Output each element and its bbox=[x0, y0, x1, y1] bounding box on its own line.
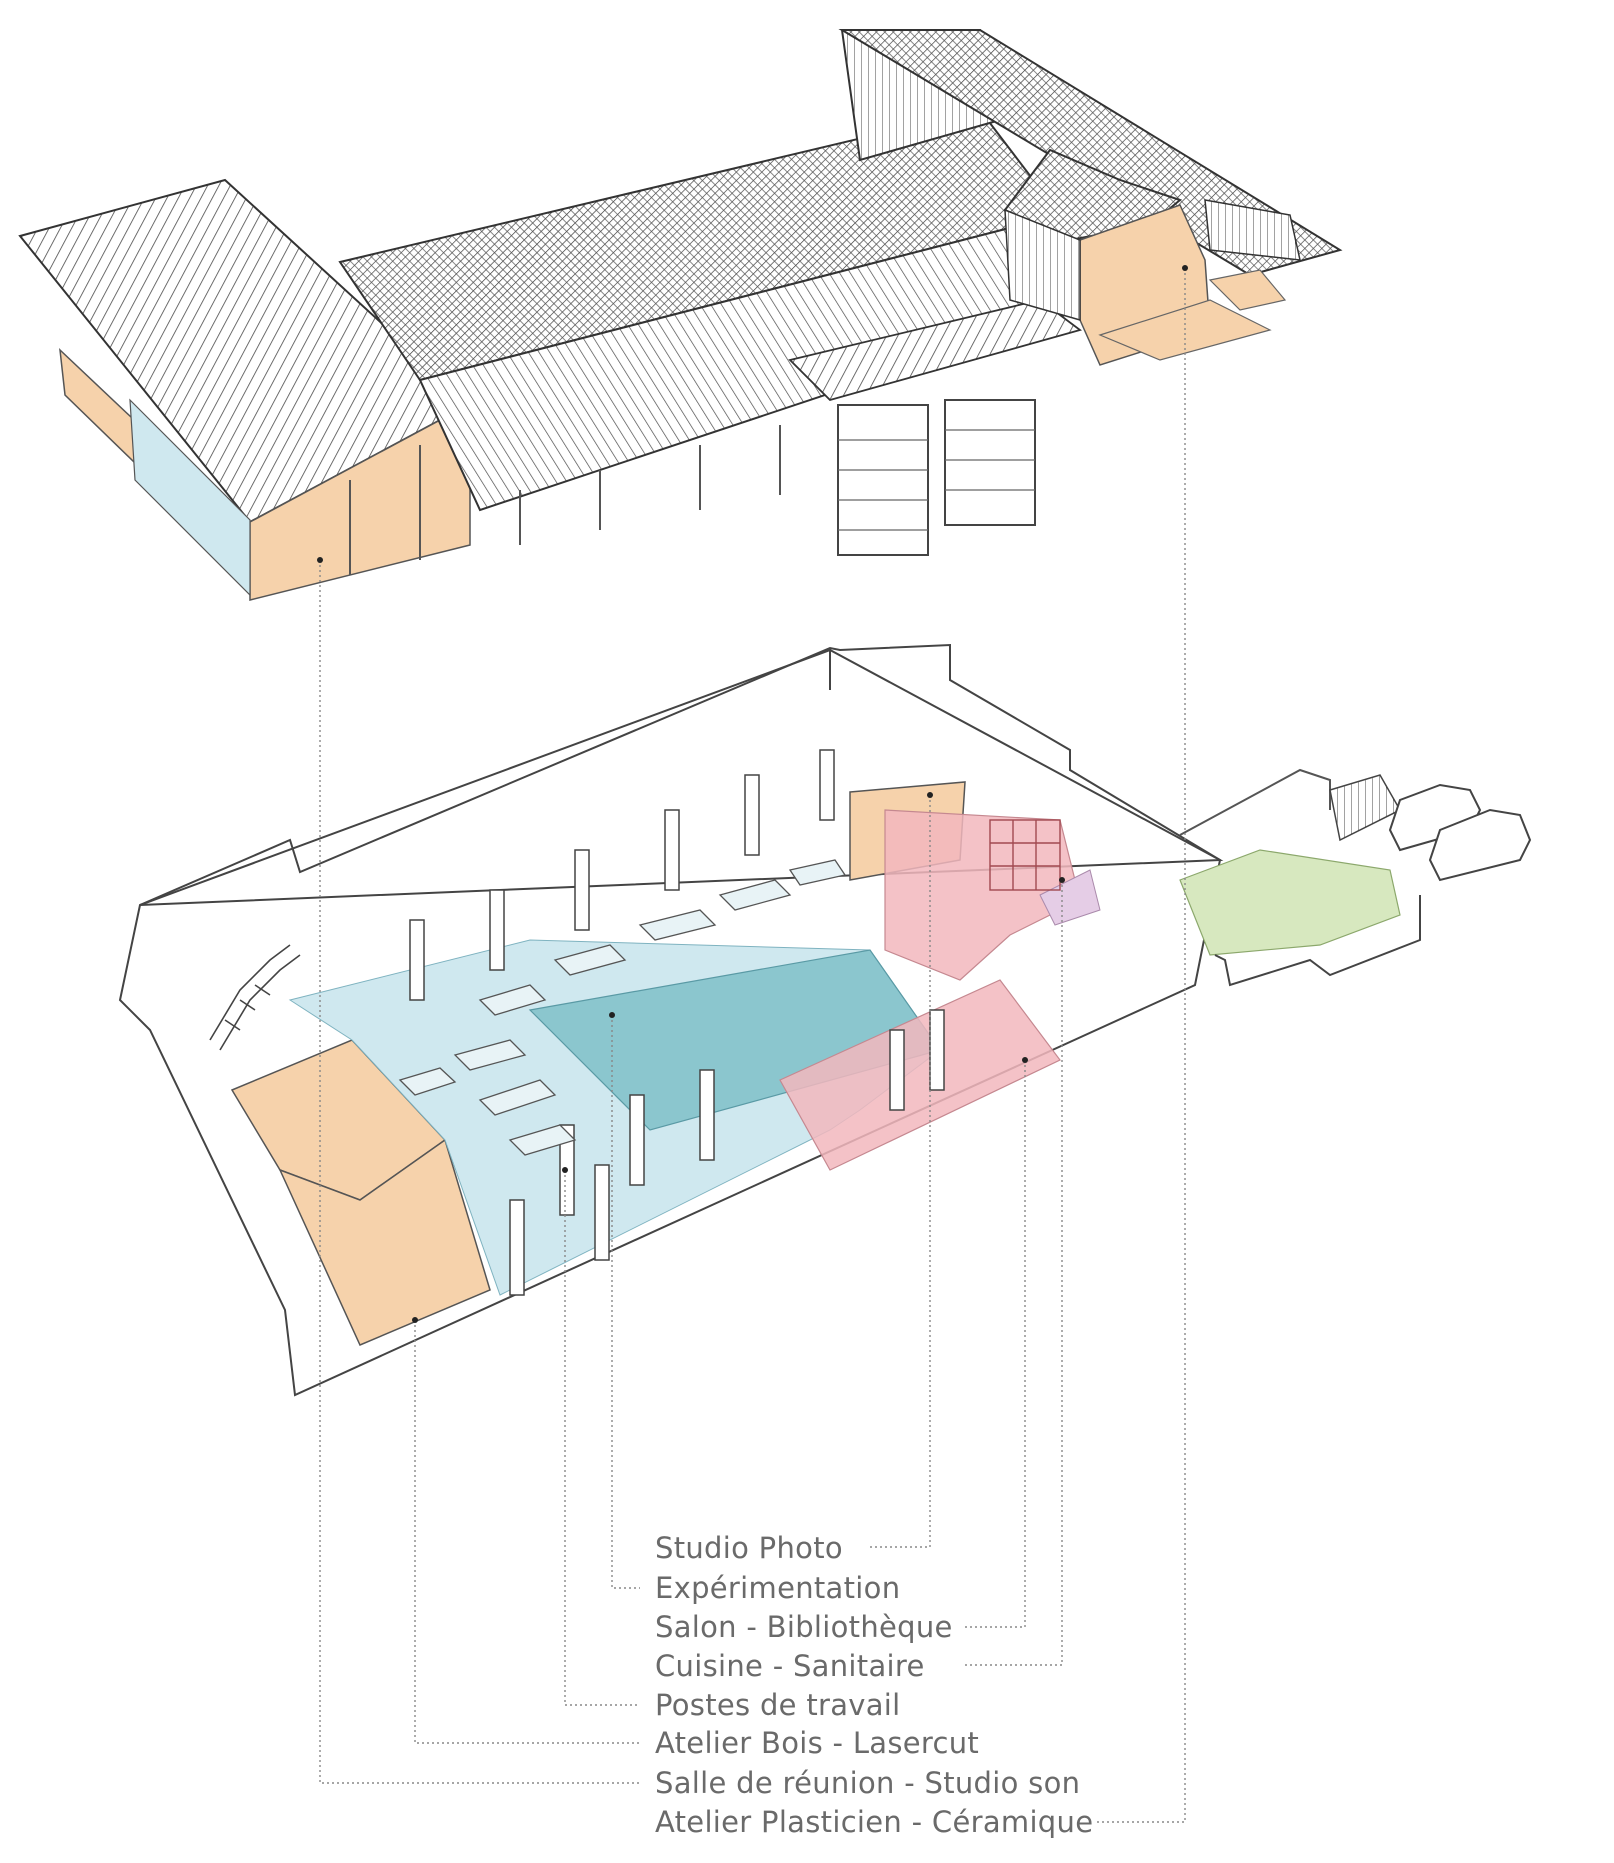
closet-right bbox=[944, 399, 1036, 526]
legend-label-atelier-bois-lasercut: Atelier Bois - Lasercut bbox=[655, 1726, 980, 1760]
closet-awning bbox=[788, 299, 1082, 402]
legend-label-salle-de-reunion-studio-son: Salle de réunion - Studio son bbox=[655, 1766, 1081, 1800]
right-wing-porch bbox=[1204, 199, 1301, 261]
leader-lines bbox=[319, 268, 1186, 1823]
legend-label-postes-de-travail: Postes de travail bbox=[655, 1688, 901, 1722]
legend-label-experimentation: Expérimentation bbox=[655, 1571, 901, 1605]
zone-cuisine-sanitaire-pink bbox=[779, 979, 1061, 1171]
legend-label-atelier-plasticien-ceramique: Atelier Plasticien - Céramique bbox=[655, 1805, 1094, 1839]
back-wall bbox=[139, 643, 1224, 906]
leader-dots bbox=[317, 265, 1188, 1323]
zone-atelier-bois-orange bbox=[278, 1138, 491, 1346]
interior-columns bbox=[409, 749, 945, 1296]
staircase bbox=[209, 944, 301, 1051]
zone-purple bbox=[1039, 869, 1101, 926]
desks bbox=[398, 859, 847, 1156]
van-icons bbox=[1388, 783, 1532, 882]
right-wing-gable-wall bbox=[1004, 208, 1081, 321]
shelving-units bbox=[989, 819, 1061, 891]
legend-label-salon-bibliotheque: Salon - Bibliothèque bbox=[655, 1610, 953, 1644]
floor-plan bbox=[118, 643, 1532, 1397]
legend-label-studio-photo: Studio Photo bbox=[655, 1531, 843, 1565]
legend-label-cuisine-sanitaire: Cuisine - Sanitaire bbox=[655, 1649, 925, 1683]
closet-left bbox=[837, 404, 929, 556]
fence bbox=[1179, 768, 1331, 836]
roof-structure bbox=[18, 29, 1343, 601]
left-wing-glazing-blue bbox=[129, 398, 251, 597]
right-wing-deck-orange bbox=[1208, 269, 1287, 311]
zone-atelier-plasticien-green bbox=[1179, 849, 1401, 956]
